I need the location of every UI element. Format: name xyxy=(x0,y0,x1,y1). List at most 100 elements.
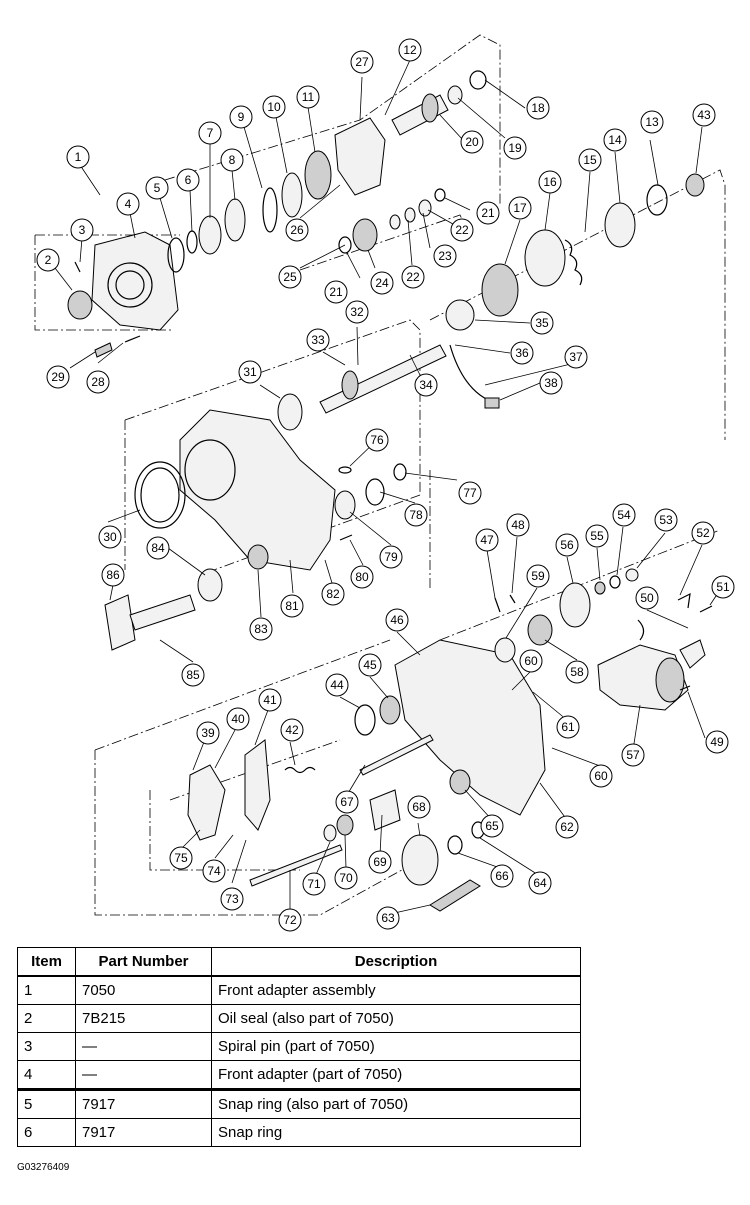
callout-3: 3 xyxy=(70,218,94,242)
callout-circle xyxy=(555,815,579,839)
callout-circle xyxy=(325,673,349,697)
callout-number: 22 xyxy=(455,223,469,237)
callout-55: 55 xyxy=(585,524,609,548)
callout-number: 34 xyxy=(419,378,433,392)
callout-circle xyxy=(321,582,345,606)
cell-item: 1 xyxy=(17,975,76,1005)
output-shaft-shape xyxy=(391,94,449,136)
table-row: 4 — Front adapter (part of 7050) xyxy=(17,1060,581,1091)
callout-84: 84 xyxy=(146,536,170,560)
callout-circle xyxy=(220,148,244,172)
front-case-shape xyxy=(179,409,336,571)
callout-82: 82 xyxy=(321,582,345,606)
callout-number: 49 xyxy=(710,735,724,749)
callout-13: 13 xyxy=(640,110,664,134)
callout-number: 66 xyxy=(495,869,509,883)
callout-circle xyxy=(556,715,580,739)
callout-circle xyxy=(169,846,193,870)
cell-item: 3 xyxy=(17,1032,76,1061)
callout-number: 79 xyxy=(384,550,398,564)
callout-number: 55 xyxy=(590,529,604,543)
callout-number: 67 xyxy=(340,795,354,809)
shift-fork-shape xyxy=(187,764,226,841)
callout-circle xyxy=(350,50,374,74)
callout-circle xyxy=(220,887,244,911)
callout-number: 65 xyxy=(485,819,499,833)
callout-5: 5 xyxy=(145,176,169,200)
callout-79: 79 xyxy=(379,545,403,569)
callout-number: 61 xyxy=(561,720,575,734)
drive-chain-shape xyxy=(429,879,481,912)
callout-9: 9 xyxy=(229,105,253,129)
callout-circle xyxy=(476,201,500,225)
callout-circle xyxy=(460,130,484,154)
callout-20: 20 xyxy=(460,130,484,154)
callout-15: 15 xyxy=(578,148,602,172)
callout-circle xyxy=(654,508,678,532)
callout-58: 58 xyxy=(565,660,589,684)
cell-description: Snap ring (also part of 7050) xyxy=(211,1089,581,1119)
callout-51: 51 xyxy=(711,575,735,599)
callout-number: 13 xyxy=(645,115,659,129)
header-part-number: Part Number xyxy=(75,947,212,977)
callout-number: 3 xyxy=(79,223,86,237)
callouts: 1234567891011121314151617181920212122222… xyxy=(36,38,735,932)
callout-number: 64 xyxy=(533,876,547,890)
header-item: Item xyxy=(17,947,76,977)
callout-47: 47 xyxy=(475,528,499,552)
callout-circle xyxy=(407,795,431,819)
callout-circle xyxy=(603,128,627,152)
callout-circle xyxy=(262,95,286,119)
callout-number: 47 xyxy=(480,533,494,547)
callout-circle xyxy=(705,730,729,754)
callout-34: 34 xyxy=(414,373,438,397)
callout-circle xyxy=(398,38,422,62)
callout-circle xyxy=(612,503,636,527)
callout-circle xyxy=(146,536,170,560)
callout-number: 50 xyxy=(640,591,654,605)
callout-number: 4 xyxy=(125,197,132,211)
callout-number: 29 xyxy=(51,370,65,384)
callout-number: 44 xyxy=(330,678,344,692)
drive-sprocket-shape xyxy=(481,263,519,317)
callout-number: 52 xyxy=(696,526,710,540)
callout-number: 41 xyxy=(263,693,277,707)
table-row: 5 7917 Snap ring (also part of 7050) xyxy=(17,1089,581,1119)
callout-8: 8 xyxy=(220,148,244,172)
callout-circle xyxy=(368,850,392,874)
callout-11: 11 xyxy=(296,85,320,109)
callout-77: 77 xyxy=(458,481,482,505)
callout-circle xyxy=(691,521,715,545)
callout-circle xyxy=(526,96,550,120)
callout-number: 45 xyxy=(363,658,377,672)
callout-circle xyxy=(334,866,358,890)
front-adapter-shape xyxy=(91,231,179,331)
callout-number: 38 xyxy=(544,376,558,390)
callout-number: 84 xyxy=(151,541,165,555)
callout-number: 58 xyxy=(570,665,584,679)
callout-56: 56 xyxy=(555,533,579,557)
callout-33: 33 xyxy=(306,328,330,352)
callout-number: 33 xyxy=(311,333,325,347)
callout-number: 83 xyxy=(254,622,268,636)
callout-circle xyxy=(302,872,326,896)
callout-circle xyxy=(510,341,534,365)
cell-description: Oil seal (also part of 7050) xyxy=(211,1004,581,1033)
callout-circle xyxy=(538,170,562,194)
callout-circle xyxy=(196,721,220,745)
callout-circle xyxy=(404,503,428,527)
callout-number: 82 xyxy=(326,587,340,601)
callout-circle xyxy=(86,370,110,394)
callout-81: 81 xyxy=(280,594,304,618)
cell-part-number: 7050 xyxy=(75,975,212,1005)
callout-28: 28 xyxy=(86,370,110,394)
callout-circle xyxy=(528,871,552,895)
callout-61: 61 xyxy=(556,715,580,739)
callout-17: 17 xyxy=(508,196,532,220)
callout-circle xyxy=(458,481,482,505)
callout-number: 21 xyxy=(481,206,495,220)
callout-circle xyxy=(280,718,304,742)
callout-number: 8 xyxy=(229,153,236,167)
callout-number: 17 xyxy=(513,201,527,215)
callout-22: 22 xyxy=(401,265,425,289)
